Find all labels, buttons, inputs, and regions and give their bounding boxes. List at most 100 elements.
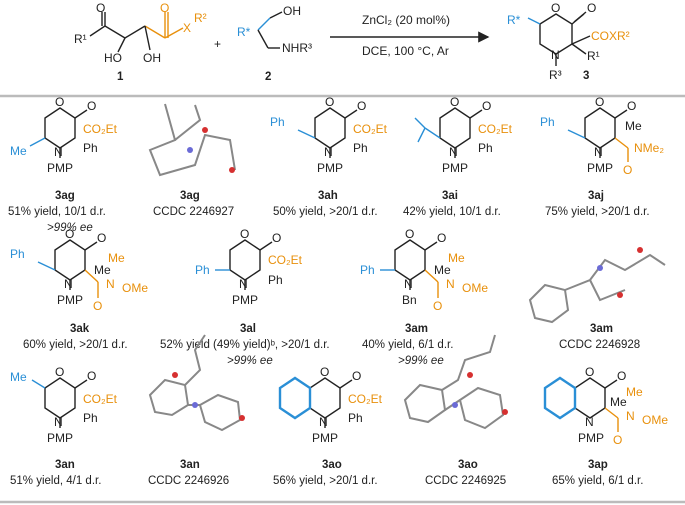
structure-3ap	[543, 376, 619, 432]
atom-o-carbonyl: O	[587, 1, 596, 15]
3ak-me: Me	[94, 263, 111, 277]
atom-oh-2: OH	[283, 4, 301, 18]
3ah-o-carbonyl: O	[357, 99, 366, 113]
conditions-top: ZnCl₂ (20 mol%)	[362, 13, 450, 27]
caption-3ag-ccdc: CCDC 2246927	[153, 206, 234, 218]
3ap-me-top: Me	[626, 385, 643, 399]
caption-3ak: 60% yield, >20/1 d.r.	[23, 339, 128, 351]
3ai-o-ring: O	[450, 95, 459, 109]
3ao-o-ring: O	[320, 365, 329, 379]
structure-3ao	[278, 376, 353, 428]
atom-r1: R¹	[74, 32, 87, 46]
plus-sign: +	[214, 37, 221, 51]
caption-3al-line1: 52% yield (49% yield)ᵇ, >20/1 d.r.	[160, 339, 330, 351]
caption-3ai: 42% yield, 10/1 d.r.	[403, 206, 501, 218]
label-3ak: 3ak	[70, 323, 90, 335]
3an-n: N	[54, 415, 63, 429]
caption-3ap: 65% yield, 6/1 d.r.	[552, 475, 643, 487]
3ao-n: N	[319, 415, 328, 429]
3ag-pmp: PMP	[47, 161, 73, 175]
atom-r3-product: R³	[549, 68, 562, 82]
label-3aj: 3aj	[588, 190, 604, 202]
atom-ho: HO	[104, 51, 122, 65]
crystal-structure-3am	[528, 247, 666, 324]
structure-3al	[215, 239, 273, 290]
structure-3ak	[37, 239, 99, 298]
3aj-pmp: PMP	[587, 161, 613, 175]
3ag-n: N	[54, 145, 63, 159]
caption-3ah: 50% yield, >20/1 d.r.	[273, 206, 378, 218]
conditions-bottom: DCE, 100 °C, Ar	[362, 44, 449, 58]
3ag-ph: Ph	[83, 141, 98, 155]
3an-o-carbonyl: O	[87, 369, 96, 383]
3ak-pmp: PMP	[57, 293, 83, 307]
3ah-pmp: PMP	[317, 161, 343, 175]
3ao-pmp: PMP	[312, 431, 338, 445]
label-3ao: 3ao	[322, 459, 342, 471]
structure-3aj	[567, 107, 629, 162]
3ah-co2et: CO₂Et	[353, 122, 388, 136]
caption-3ag-line2: >99% ee	[47, 222, 93, 234]
structure-3ai	[414, 107, 483, 158]
structure-3an	[31, 377, 88, 428]
caption-3ag-line1: 51% yield, 10/1 d.r.	[8, 206, 106, 218]
3ap-o-ring: O	[585, 365, 594, 379]
atom-o-2: O	[160, 1, 169, 15]
3al-n: N	[239, 277, 248, 291]
caption-3ao-ccdc: CCDC 2246925	[425, 475, 506, 487]
3ak-n-amide: N	[106, 277, 115, 291]
3ai-ph: Ph	[478, 141, 493, 155]
crystal-structure-3an	[148, 334, 245, 432]
3aj-me: Me	[625, 119, 642, 133]
caption-3am-line1: 40% yield, 6/1 d.r.	[362, 339, 453, 351]
atom-r1-product: R¹	[587, 49, 600, 63]
3ai-o-carbonyl: O	[482, 99, 491, 113]
3ao-ph: Ph	[348, 411, 363, 425]
3am-ome: OMe	[462, 281, 488, 295]
3aj-o-carbonyl: O	[627, 99, 636, 113]
3aj-n: N	[594, 145, 603, 159]
atom-coxr2: COXR²	[591, 29, 630, 43]
3al-ph-blue: Ph	[195, 263, 210, 277]
caption-3an: 51% yield, 4/1 d.r.	[10, 475, 101, 487]
product-label: 3	[583, 70, 589, 82]
caption-3am-ccdc: CCDC 2246928	[559, 339, 640, 351]
label-3ai: 3ai	[442, 190, 458, 202]
3am-ph-blue: Ph	[360, 263, 375, 277]
3ap-me: Me	[610, 395, 627, 409]
atom-o-ring: O	[551, 1, 560, 15]
label-3am: 3am	[405, 323, 428, 335]
3ak-me-top: Me	[108, 251, 125, 265]
caption-3al-line2: >99% ee	[227, 355, 273, 367]
3ag-me: Me	[10, 144, 27, 158]
reagent-1-label: 1	[117, 71, 124, 83]
3al-o-ring: O	[240, 227, 249, 241]
atom-rstar: R*	[237, 25, 251, 39]
3aj-o-ring: O	[595, 95, 604, 109]
label-3am-crystal: 3am	[590, 323, 613, 335]
3ah-n: N	[324, 145, 333, 159]
3ak-o-amide: O	[93, 299, 102, 313]
3am-o-amide: O	[433, 299, 442, 313]
atom-o-1: O	[96, 1, 105, 15]
label-3ao-crystal: 3ao	[458, 459, 478, 471]
3am-bn: Bn	[402, 293, 417, 307]
label-3ah: 3ah	[318, 190, 338, 202]
3am-me-top: Me	[448, 251, 465, 265]
3ao-o-carbonyl: O	[352, 369, 361, 383]
3ai-pmp: PMP	[442, 161, 468, 175]
atom-x: X	[183, 21, 191, 35]
3ah-ph: Ph	[353, 141, 368, 155]
caption-3ao: 56% yield, >20/1 d.r.	[273, 475, 378, 487]
3ai-co2et: CO₂Et	[478, 122, 513, 136]
atom-r2: R²	[194, 11, 207, 25]
3aj-o-amide: O	[623, 163, 632, 177]
3an-me: Me	[10, 370, 27, 384]
3an-ph: Ph	[83, 411, 98, 425]
3an-co2et: CO₂Et	[83, 392, 118, 406]
3aj-nme2: NMe₂	[634, 141, 664, 155]
3ak-ph-blue: Ph	[10, 247, 25, 261]
3ak-ome: OMe	[122, 281, 148, 295]
3al-co2et: CO₂Et	[268, 253, 303, 267]
3ak-o-carbonyl: O	[97, 231, 106, 245]
